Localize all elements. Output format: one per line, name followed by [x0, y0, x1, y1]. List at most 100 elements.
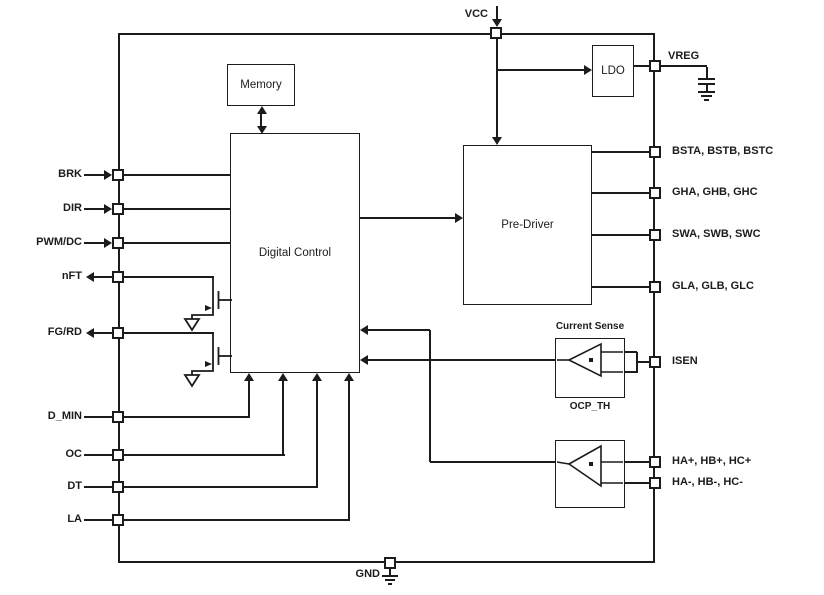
wire — [636, 352, 638, 373]
arrowhead — [244, 373, 254, 381]
mosfet-icon — [183, 333, 232, 388]
pin-ha-p — [649, 456, 661, 468]
arrowhead — [492, 19, 502, 27]
arrowhead — [492, 137, 502, 145]
wire — [94, 332, 112, 334]
capacitor-icon — [698, 78, 715, 80]
pin-fg-rd — [112, 327, 124, 339]
wire — [592, 234, 649, 236]
bst-label: BSTA, BSTB, BSTC — [672, 145, 774, 157]
block-pre-driver: Pre-Driver — [463, 145, 592, 305]
ground-icon — [388, 583, 392, 585]
wire — [637, 361, 649, 363]
arrowhead — [455, 213, 463, 223]
comparator-triangle-icon — [557, 342, 623, 378]
wire — [84, 242, 104, 244]
arrowhead — [344, 373, 354, 381]
arrowhead — [104, 204, 112, 214]
d-min-label: D_MIN — [47, 410, 82, 422]
pin-vcc — [490, 27, 502, 39]
wire — [84, 416, 112, 418]
block-memory: Memory — [227, 64, 295, 106]
wire — [260, 112, 262, 128]
wire — [94, 276, 112, 278]
wire — [368, 329, 430, 331]
pin-vreg — [649, 60, 661, 72]
block-ldo: LDO — [592, 45, 634, 97]
wire — [706, 85, 708, 91]
ground-icon — [382, 575, 398, 577]
arrowhead — [584, 65, 592, 75]
arrowhead — [257, 106, 267, 114]
wire — [634, 65, 649, 67]
isen-label: ISEN — [672, 355, 698, 367]
arrowhead — [312, 373, 322, 381]
block-digital-control: Digital Control — [230, 133, 360, 373]
vreg-label: VREG — [668, 50, 700, 62]
dir-label: DIR — [63, 202, 82, 214]
wire — [84, 454, 112, 456]
pin-nft — [112, 271, 124, 283]
arrowhead — [104, 238, 112, 248]
mosfet-icon — [183, 277, 232, 332]
gh-label: GHA, GHB, GHC — [672, 186, 758, 198]
wire — [124, 332, 214, 334]
wire — [316, 381, 318, 487]
wire — [497, 69, 584, 71]
brk-label: BRK — [58, 168, 82, 180]
wire — [496, 39, 498, 137]
wire — [282, 381, 284, 455]
wire — [124, 174, 230, 176]
wire — [661, 65, 707, 67]
pin-dt — [112, 481, 124, 493]
pin-ha-n — [649, 477, 661, 489]
wire — [592, 286, 649, 288]
gnd-label: GND — [355, 568, 380, 580]
arrowhead — [360, 325, 368, 335]
current-sense-box — [555, 338, 625, 398]
current-sense-label: Current Sense — [555, 321, 625, 332]
pin-bst — [649, 146, 661, 158]
wire — [592, 192, 649, 194]
capacitor-icon — [698, 83, 715, 85]
wire — [84, 208, 104, 210]
wire — [496, 6, 498, 19]
wire — [124, 486, 318, 488]
la-label: LA — [67, 513, 82, 525]
comparator-triangle-icon — [556, 444, 623, 488]
wire — [368, 359, 555, 361]
nft-label: nFT — [61, 270, 82, 282]
arrowhead — [104, 170, 112, 180]
ha-n-label: HA-, HB-, HC- — [672, 476, 743, 488]
block-memory-label: Memory — [240, 79, 282, 91]
pin-d-min — [112, 411, 124, 423]
ground-icon — [701, 95, 712, 97]
pin-pwm-dc — [112, 237, 124, 249]
dt-label: DT — [67, 480, 82, 492]
fg-rd-label: FG/RD — [47, 326, 82, 338]
pin-gh — [649, 187, 661, 199]
ground-icon — [704, 99, 709, 101]
arrowhead — [86, 328, 94, 338]
gl-label: GLA, GLB, GLC — [672, 280, 754, 292]
wire — [625, 461, 649, 463]
wire — [124, 208, 230, 210]
arrowhead — [86, 272, 94, 282]
wire — [430, 461, 555, 463]
pin-la — [112, 514, 124, 526]
ha-p-label: HA+, HB+, HC+ — [672, 455, 752, 467]
block-ldo-label: LDO — [601, 65, 625, 77]
wire — [429, 330, 431, 462]
vcc-label: VCC — [464, 8, 488, 20]
wire — [625, 371, 637, 373]
pin-gl — [649, 281, 661, 293]
wire — [248, 381, 250, 417]
pin-dir — [112, 203, 124, 215]
wire — [84, 486, 112, 488]
ground-icon — [698, 91, 715, 93]
pin-sw — [649, 229, 661, 241]
ocp-th-label: OCP_TH — [569, 401, 611, 412]
wire — [124, 242, 230, 244]
wire — [124, 416, 250, 418]
